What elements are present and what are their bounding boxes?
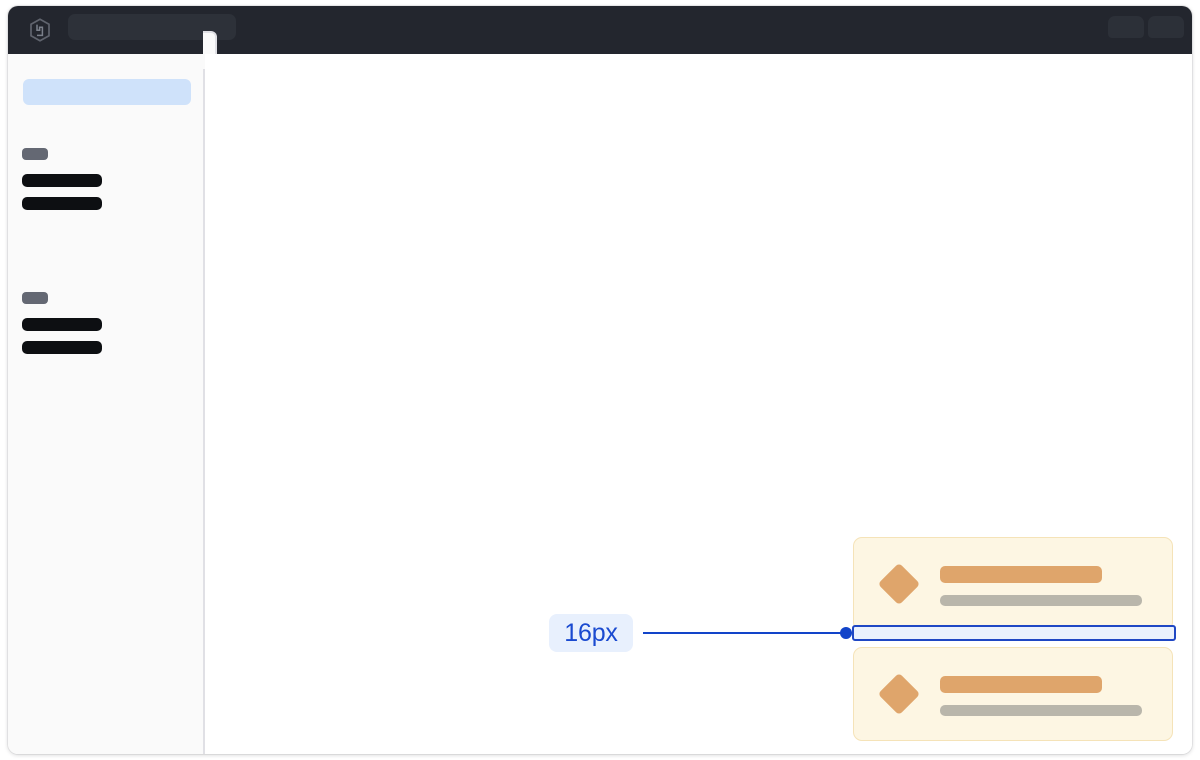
measurement-leader-line [643,632,851,634]
sidebar-group-1 [22,148,192,210]
sidebar-item-group1-item2[interactable] [22,197,102,210]
main-content-canvas: 16px [205,54,1192,754]
card-subtitle-placeholder [940,595,1142,606]
measurement-value-badge: 16px [549,614,633,652]
topbar-action-button-1[interactable] [1108,16,1144,38]
sidebar-item-active[interactable] [23,79,191,105]
card-title-placeholder [940,676,1102,693]
measurement-gap-highlight [852,625,1176,641]
diamond-icon [877,672,921,716]
sidebar-item-group2-item1[interactable] [22,318,102,331]
sidebar-group-2 [22,292,192,354]
sidebar-group-1-label [22,148,48,160]
hashicorp-hexagon-logo-icon[interactable] [28,18,52,42]
list-item[interactable] [853,647,1173,741]
diamond-icon [877,562,921,606]
sidebar-divider [203,54,205,754]
top-navigation-bar [8,6,1192,54]
app-window: 16px [8,6,1192,754]
list-item[interactable] [853,537,1173,631]
card-subtitle-placeholder [940,705,1142,716]
topbar-action-button-2[interactable] [1148,16,1184,38]
sidebar-item-group2-item2[interactable] [22,341,102,354]
sidebar [8,54,203,754]
sidebar-group-2-label [22,292,48,304]
sidebar-item-group1-item1[interactable] [22,174,102,187]
card-title-placeholder [940,566,1102,583]
